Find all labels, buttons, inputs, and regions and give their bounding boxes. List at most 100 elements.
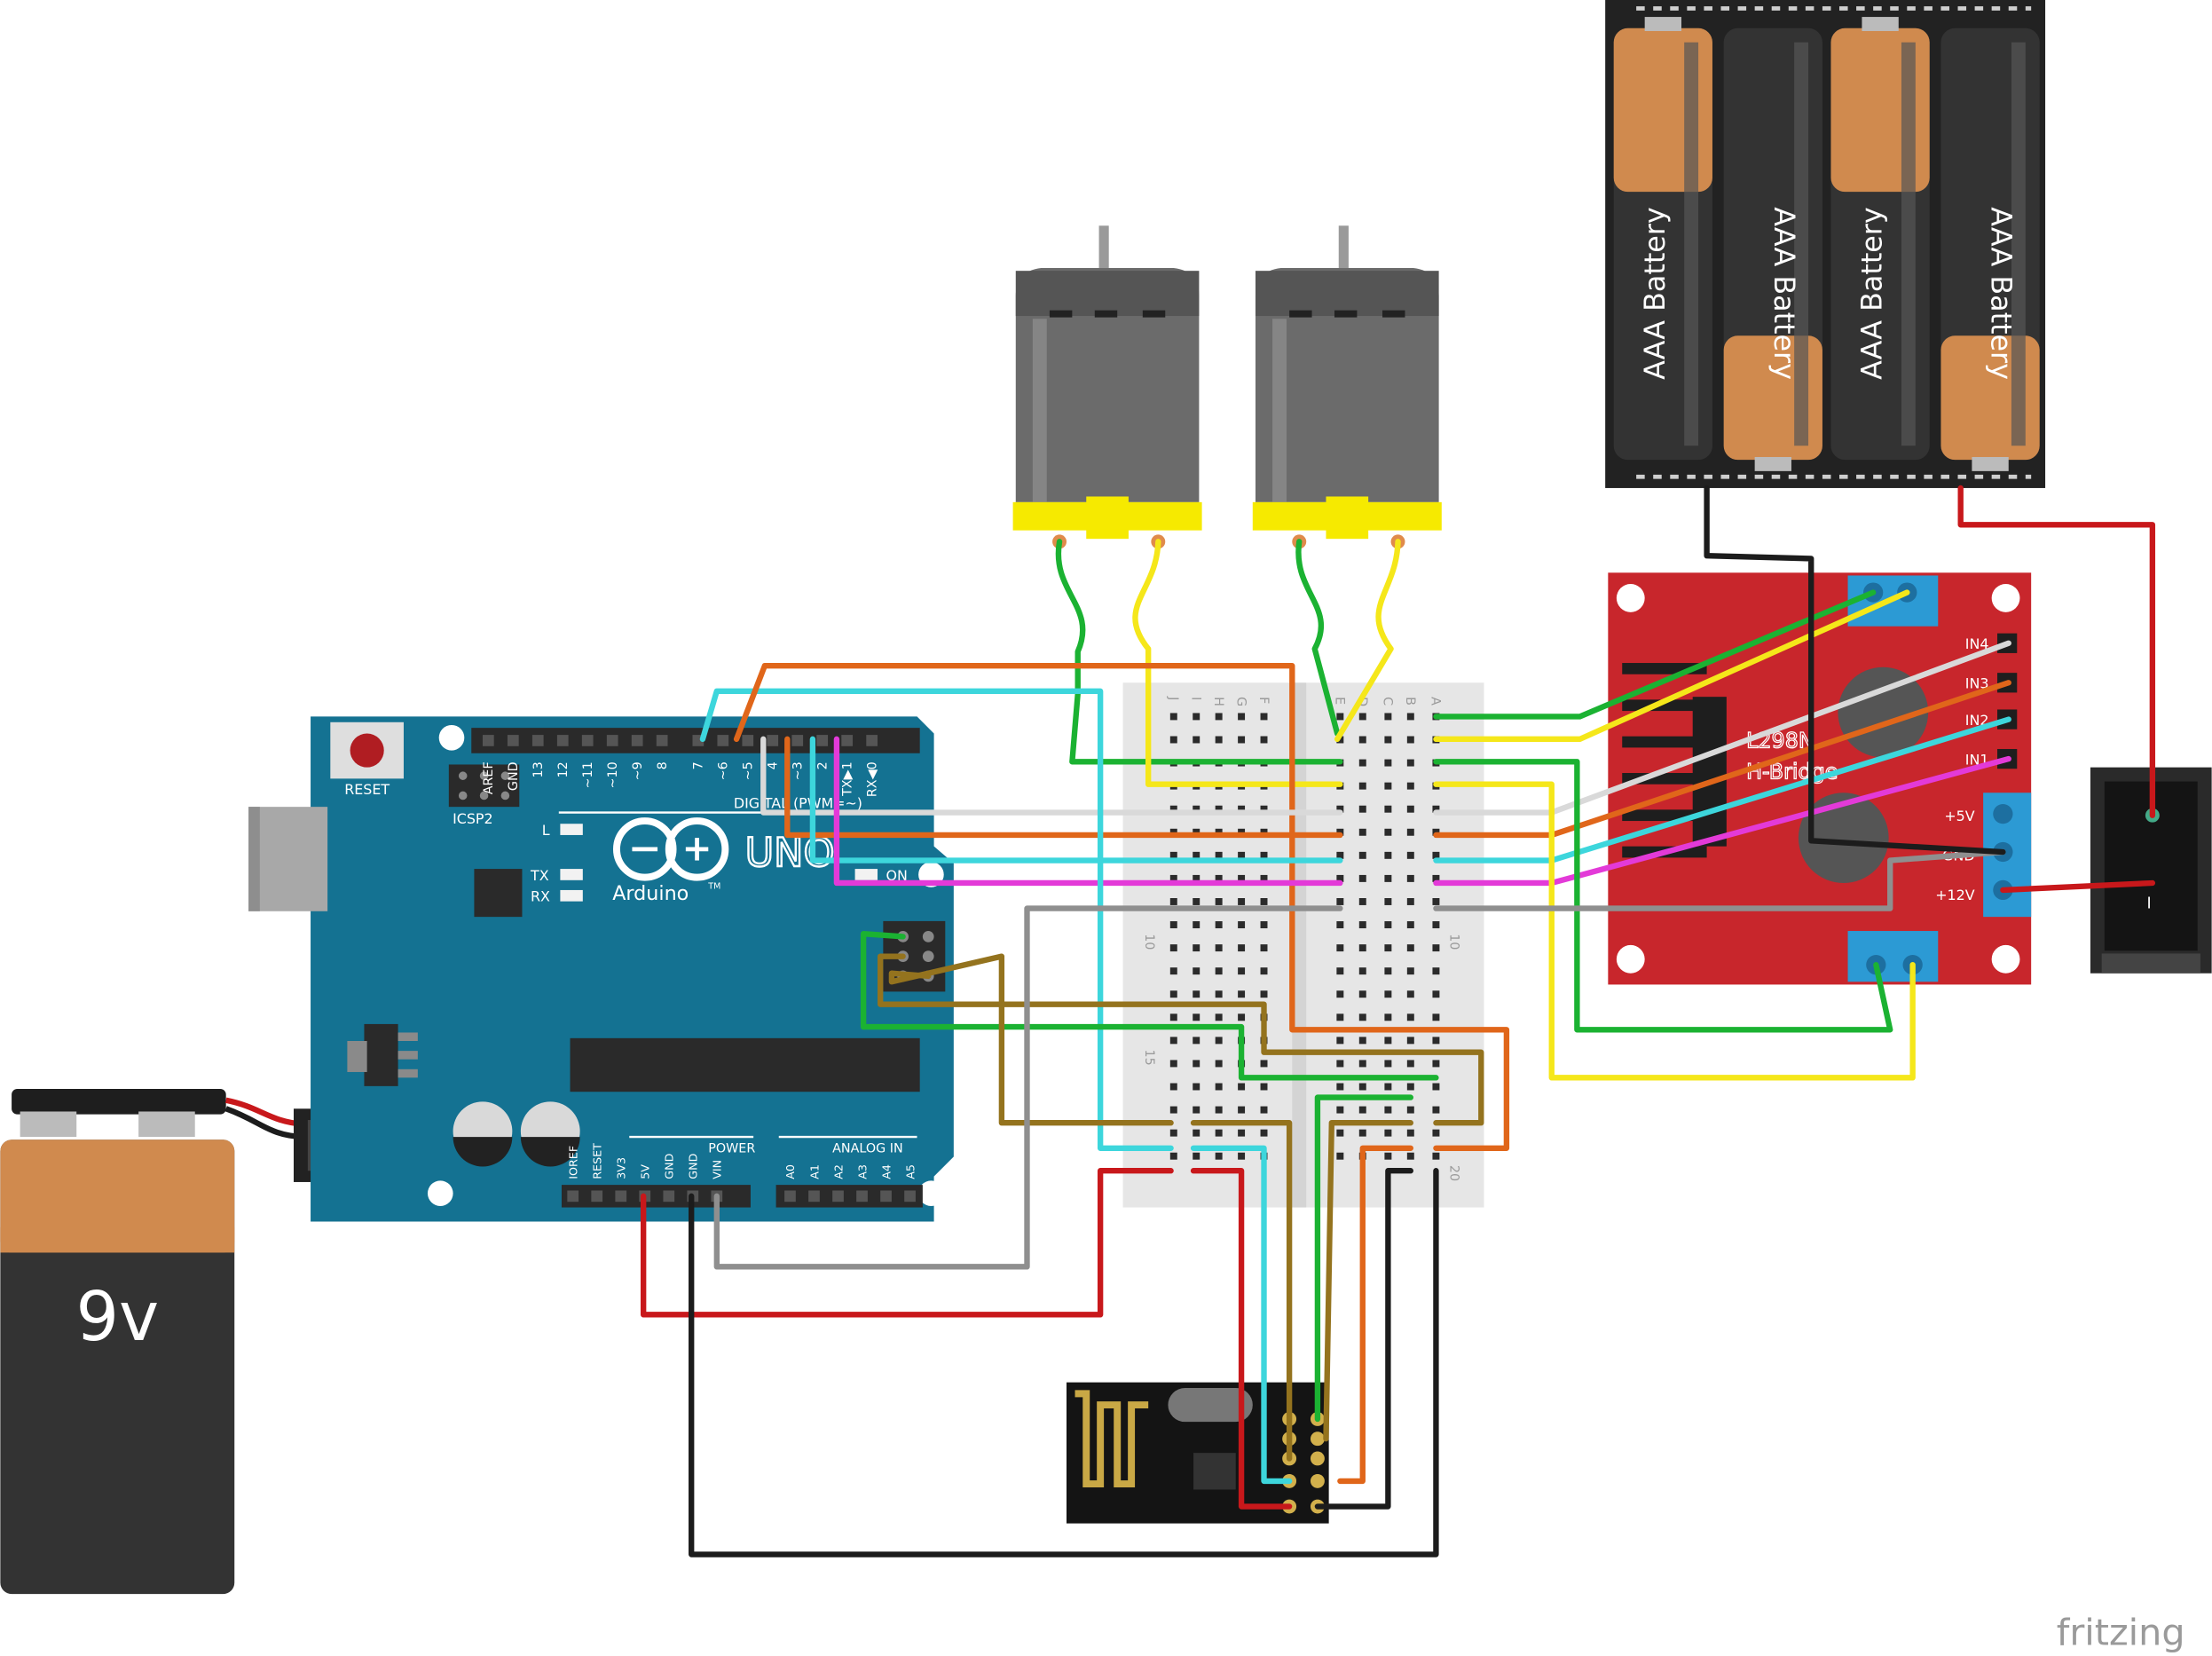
header-pin bbox=[606, 735, 618, 746]
nrf-pin bbox=[1310, 1473, 1325, 1488]
header-pin bbox=[531, 735, 544, 746]
pin-label: 8 bbox=[656, 761, 670, 769]
breadboard-hole bbox=[1358, 1060, 1366, 1068]
breadboard-hole bbox=[1215, 1037, 1223, 1045]
breadboard-hole bbox=[1358, 967, 1366, 975]
breadboard-hole bbox=[1384, 759, 1392, 767]
breadboard-hole bbox=[1238, 967, 1246, 975]
breadboard-hole bbox=[1193, 874, 1200, 882]
breadboard-hole bbox=[1215, 1060, 1223, 1068]
led-on bbox=[854, 869, 878, 880]
power-pin-label: 5V bbox=[639, 1164, 652, 1179]
breadboard-hole bbox=[1358, 990, 1366, 998]
header-pin bbox=[663, 1190, 675, 1203]
header-pin bbox=[904, 1190, 916, 1203]
breadboard-hole bbox=[1384, 897, 1392, 905]
header-pin bbox=[482, 735, 494, 746]
hbridge-pin-label: IN4 bbox=[1965, 635, 1989, 652]
breadboard-hole bbox=[1432, 851, 1440, 859]
breadboard-hole bbox=[1336, 1152, 1344, 1160]
breadboard-hole bbox=[1193, 897, 1200, 905]
led-rx-label: RX bbox=[531, 888, 550, 905]
breadboard-hole bbox=[1384, 990, 1392, 998]
breadboard-hole bbox=[1215, 1083, 1223, 1091]
breadboard-hole bbox=[1384, 874, 1392, 882]
breadboard-hole bbox=[1358, 736, 1366, 744]
reset-button[interactable] bbox=[330, 722, 404, 779]
pin-label: ~11 bbox=[581, 761, 595, 788]
analog-pin-label: A4 bbox=[879, 1164, 893, 1179]
capacitor bbox=[453, 1101, 513, 1167]
analog-pin-label: A2 bbox=[831, 1164, 845, 1179]
breadboard-hole bbox=[1215, 1106, 1223, 1114]
row-label-20: 20 bbox=[1446, 1165, 1460, 1181]
breadboard-hole bbox=[1169, 967, 1177, 975]
breadboard-hole bbox=[1169, 874, 1177, 882]
breadboard-hole bbox=[1406, 736, 1414, 744]
breadboard-hole bbox=[1384, 851, 1392, 859]
breadboard-hole bbox=[1358, 828, 1366, 836]
arduino-brand-tm: TM bbox=[707, 881, 720, 891]
breadboard-hole bbox=[1336, 990, 1344, 998]
breadboard-hole bbox=[1215, 713, 1223, 721]
breadboard-hole bbox=[1260, 944, 1268, 952]
header-pin bbox=[656, 735, 668, 746]
nrf-pin bbox=[1310, 1431, 1325, 1447]
analog-header bbox=[775, 1185, 923, 1208]
pin-label: RX◀0 bbox=[865, 761, 879, 797]
breadboard-hole bbox=[1432, 967, 1440, 975]
breadboard-hole bbox=[1169, 1152, 1177, 1160]
breadboard-hole bbox=[1238, 944, 1246, 952]
breadboard-hole bbox=[1215, 944, 1223, 952]
breadboard-hole bbox=[1432, 805, 1440, 813]
breadboard-hole bbox=[1238, 1152, 1246, 1160]
breadboard-hole bbox=[1260, 1083, 1268, 1091]
motor-b-terminal bbox=[1847, 931, 1939, 982]
breadboard-hole bbox=[1238, 1129, 1246, 1137]
breadboard-hole bbox=[1215, 897, 1223, 905]
breadboard-hole bbox=[1215, 874, 1223, 882]
breadboard-hole bbox=[1406, 921, 1414, 929]
breadboard-hole bbox=[1215, 851, 1223, 859]
led-tx bbox=[560, 869, 583, 880]
header-pin bbox=[866, 735, 878, 746]
voltage-regulator bbox=[347, 1023, 418, 1086]
analog-pin-label: A5 bbox=[903, 1164, 917, 1179]
analog-pin-label: A1 bbox=[807, 1164, 821, 1179]
breadboard-hole bbox=[1432, 1083, 1440, 1091]
pin-label: GND bbox=[507, 761, 521, 791]
breadboard-hole bbox=[1432, 1129, 1440, 1137]
breadboard-hole bbox=[1358, 805, 1366, 813]
breadboard-hole bbox=[1406, 967, 1414, 975]
breadboard-hole bbox=[1260, 921, 1268, 929]
breadboard-hole bbox=[1432, 1152, 1440, 1160]
breadboard-hole bbox=[1260, 851, 1268, 859]
power-pin-label: IOREF bbox=[566, 1146, 579, 1179]
led-rx bbox=[560, 889, 583, 902]
arduino-logo bbox=[612, 817, 729, 881]
breadboard-letter: C bbox=[1381, 697, 1395, 706]
breadboard-hole bbox=[1336, 921, 1344, 929]
header-pin bbox=[880, 1190, 892, 1203]
breadboard-hole bbox=[1238, 736, 1246, 744]
power-pin-label: GND bbox=[663, 1153, 676, 1179]
pin-label: 7 bbox=[692, 761, 706, 769]
header-pin bbox=[507, 735, 519, 746]
pin-label: ~9 bbox=[631, 761, 645, 780]
usb-port bbox=[248, 807, 328, 911]
breadboard-hole bbox=[1215, 1152, 1223, 1160]
breadboard-hole bbox=[1406, 1106, 1414, 1114]
header-pin bbox=[742, 735, 754, 746]
breadboard-hole bbox=[1358, 782, 1366, 790]
pin-label: ~6 bbox=[717, 761, 731, 780]
dc-motor-left bbox=[1012, 225, 1202, 549]
breadboard-hole bbox=[1238, 851, 1246, 859]
breadboard-hole bbox=[1384, 713, 1392, 721]
breadboard-hole bbox=[1260, 967, 1268, 975]
breadboard-hole bbox=[1193, 944, 1200, 952]
breadboard-hole bbox=[1384, 782, 1392, 790]
pin-label: ~5 bbox=[742, 761, 756, 780]
